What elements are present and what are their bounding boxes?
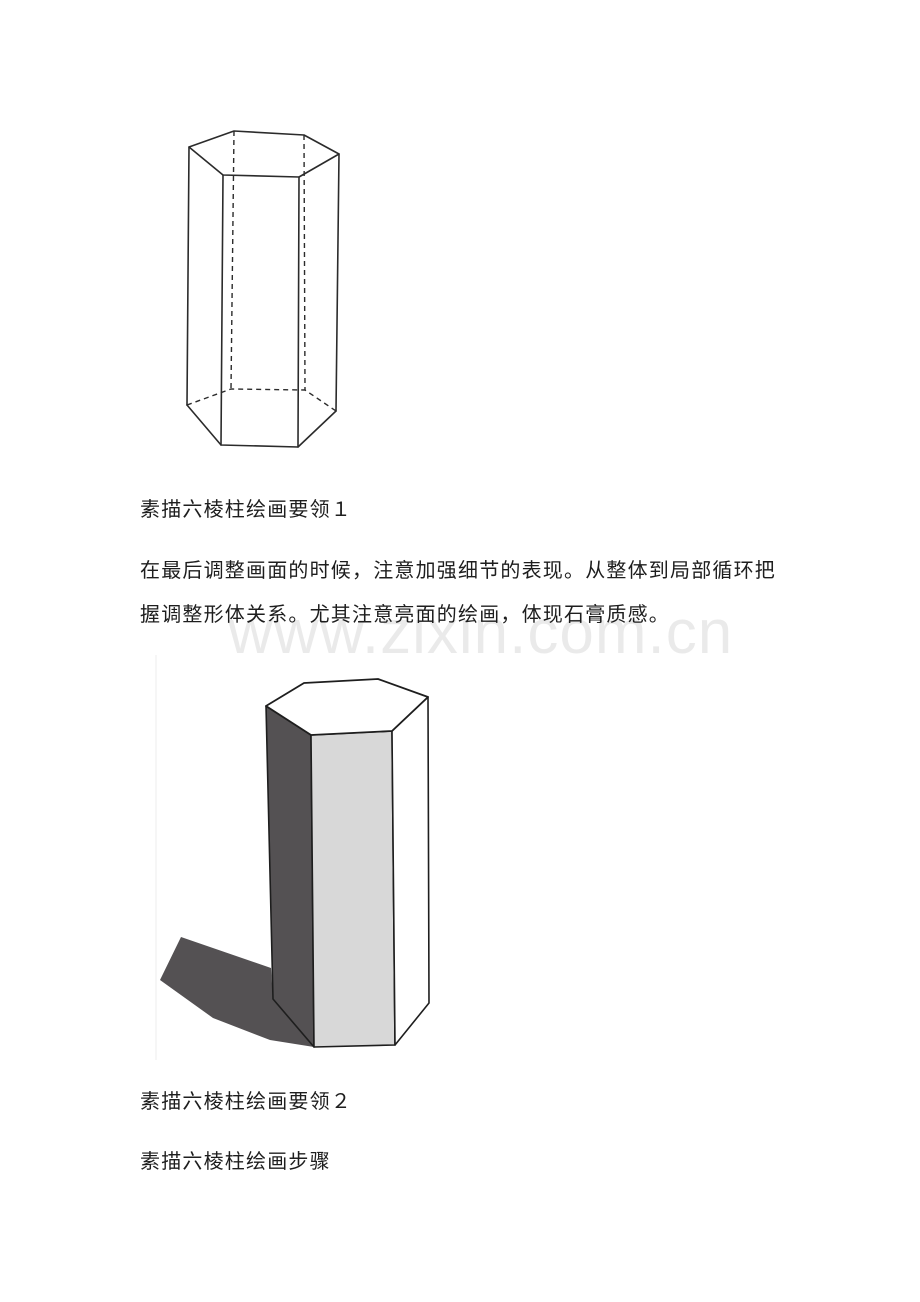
hidden-bottom-back-edges [186, 388, 337, 412]
cast-shadow [160, 937, 314, 1047]
shaded-hexagonal-prism-figure [155, 655, 430, 1060]
bottom-front-edges [186, 404, 337, 448]
figure-caption-2: 素描六棱柱绘画要领２ [140, 1089, 352, 1113]
hidden-edge-back-right [303, 134, 306, 391]
hidden-edge-back-left [230, 130, 235, 390]
top-face [265, 678, 429, 736]
section-heading-steps: 素描六棱柱绘画步骤 [140, 1149, 331, 1173]
dark-side-face [265, 705, 315, 1048]
edge-front-right [297, 176, 300, 448]
edge-left [186, 146, 190, 406]
light-front-face [310, 730, 396, 1048]
wireframe-hexagonal-prism-figure [186, 130, 340, 448]
paragraph-line-1: 在最后调整画面的时候，注意加强细节的表现。从整体到局部循环把 [140, 558, 776, 582]
edge-right [335, 153, 340, 412]
paragraph-line-2: 握调整形体关系。尤其注意亮面的绘画，体现石膏质感。 [140, 602, 670, 626]
right-side-face [391, 696, 430, 1046]
figure-caption-1: 素描六棱柱绘画要领１ [140, 497, 352, 521]
edge-front-left [220, 174, 224, 446]
